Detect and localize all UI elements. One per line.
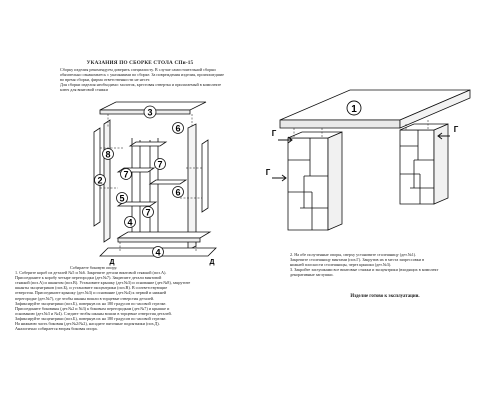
part-label: 5 bbox=[119, 194, 124, 204]
final-steps: 2. На обе полученные опоры, сверху устан… bbox=[290, 252, 500, 277]
part-label: Д bbox=[110, 259, 115, 266]
step-line: Зафиксируйте эксцентрики (поз.Б), поверн… bbox=[15, 300, 167, 306]
intro-line: ключ для винтовой стяжки bbox=[60, 87, 108, 93]
fastener-label: Г bbox=[266, 168, 271, 177]
part-label: 7 bbox=[145, 208, 150, 218]
part-label: 4 bbox=[127, 218, 132, 228]
step-line: Присоедините к коробу четыре перегородки… bbox=[15, 275, 162, 281]
part-label: 2 bbox=[97, 176, 102, 186]
steps-heading: Собираете боковую опору. bbox=[70, 265, 118, 270]
step-line: основанию (дет.№3 и №4). Следите чтобы ш… bbox=[15, 310, 172, 316]
step-line: декоративные заглушки. bbox=[290, 272, 334, 278]
step-line: стяжкой (поз.А) и шкантом (поз.В). Устан… bbox=[15, 280, 191, 286]
step-line: На нижнюю часть боковин (дет.№2/№2), нас… bbox=[15, 321, 160, 327]
step-line: перегородке (дет.№7), где чтобы шканы во… bbox=[15, 295, 155, 301]
step-line: Закрепите столешницу винтами (поз.Г). За… bbox=[290, 257, 425, 263]
part-label: 1 bbox=[351, 104, 357, 115]
intro-line: Сборку изделия рекомендуем доверить спец… bbox=[60, 67, 216, 72]
part-label: 8 bbox=[105, 150, 110, 160]
step-line: 3. Закройте заглушками все винтовые стяж… bbox=[290, 267, 439, 273]
step-line: 1. Соберите короб из деталей №5 и №6. За… bbox=[15, 270, 167, 276]
part-label: 6 bbox=[175, 188, 180, 198]
part-label: 7 bbox=[157, 160, 162, 170]
part-label: Д bbox=[210, 259, 215, 266]
intro-line: обязательно ознакомьтесь с указаниями по… bbox=[60, 72, 225, 78]
left-column: УКАЗАНИЯ ПО СБОРКЕ СТОЛА СПн-15 Сборку и… bbox=[15, 60, 250, 331]
desk-assembly-diagram: 1 Г Г Г bbox=[266, 89, 471, 231]
assembly-steps: Собираете боковую опору. 1. Соберите кор… bbox=[15, 265, 250, 331]
intro-text: Сборку изделия рекомендуем доверить спец… bbox=[60, 67, 250, 92]
fastener-label: Г bbox=[454, 125, 459, 134]
step-line: Зафиксируйте эксцентрики (поз.Б), поверн… bbox=[15, 315, 167, 321]
step-line: 2. На обе полученные опоры, сверху устан… bbox=[290, 252, 417, 257]
part-label: 7 bbox=[123, 170, 128, 180]
intro-line: во время сборки, фирма ответственности н… bbox=[60, 77, 151, 83]
side-support-exploded-diagram: 3 6 8 5 7 7 6 7 2 4 4 bbox=[93, 101, 217, 266]
step-line: шканты эксцентриков (поз.Б), и установит… bbox=[15, 285, 168, 291]
right-column: 1 Г Г Г 2. На обе полученные опоры, свер… bbox=[250, 0, 500, 400]
part-label: 3 bbox=[147, 108, 152, 118]
page-title: УКАЗАНИЯ ПО СБОРКЕ СТОЛА СПн-15 bbox=[86, 60, 194, 66]
step-line: отверстия. Присоедините крышку (дет.№3) … bbox=[15, 290, 167, 296]
step-line: Аналогично собирается вторая боковая опо… bbox=[15, 326, 98, 332]
step-line: нижней плоскости столешницы, через крышк… bbox=[290, 262, 392, 268]
part-label: 4 bbox=[155, 248, 160, 258]
part-label: 6 bbox=[175, 124, 180, 134]
completion-note: Изделие готово к эксплуатации. bbox=[350, 294, 420, 299]
fastener-label: Г bbox=[272, 129, 277, 138]
step-line: Присоедините боковины (дет.№2 и №3) к бо… bbox=[15, 305, 170, 311]
intro-line: Для сборки изделия необходимо: молоток, … bbox=[60, 82, 222, 88]
